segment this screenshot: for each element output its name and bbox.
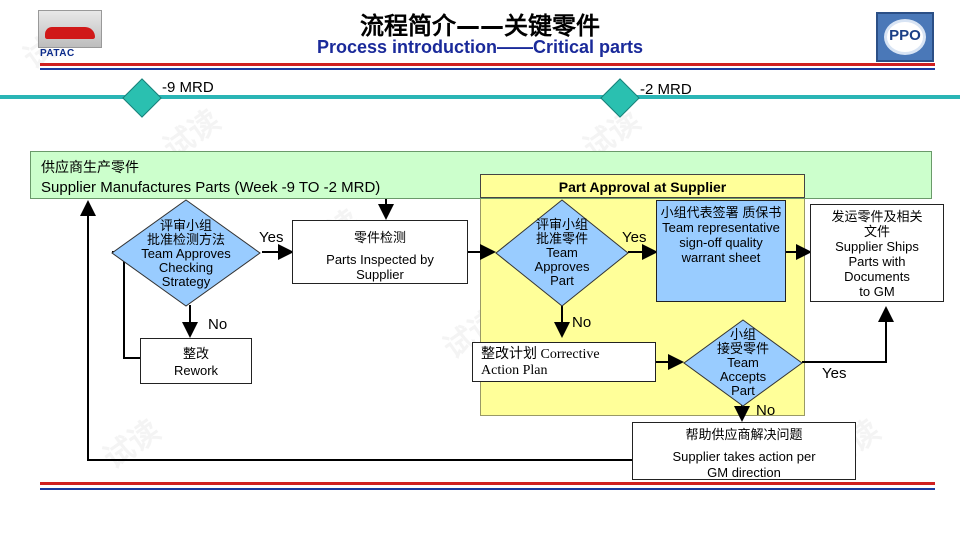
supplier-ships-box: 发运零件及相关 文件 Supplier Ships Parts with Doc… <box>810 204 944 302</box>
decision-team-checking <box>111 199 261 307</box>
label-yes-1: Yes <box>259 229 284 246</box>
box-line: warrant sheet <box>681 250 761 265</box>
box-cn: 零件检测 <box>353 230 406 245</box>
patac-logo: PATAC <box>38 10 102 60</box>
text-line: 批准零件 <box>535 231 588 246</box>
decision-team-accepts-part <box>683 319 803 407</box>
box-line: representative <box>697 220 780 235</box>
box-line: Team <box>662 220 694 235</box>
footer-rule-blue <box>40 488 935 490</box>
text-line: Strategy <box>161 274 211 289</box>
text-line: 接受零件 <box>716 341 769 356</box>
text-line: Part <box>731 383 755 398</box>
corrective-action-box: 整改计划 Corrective Action Plan <box>472 342 656 382</box>
box-line: 整改计划 Corrective <box>481 347 600 362</box>
box-line: Documents <box>844 269 910 284</box>
logo-right-text: PPO <box>889 27 921 44</box>
decision-team-approves-part <box>495 199 629 307</box>
page-title-en: Process introduction——Critical parts <box>316 37 644 57</box>
timeline-bar <box>0 95 960 99</box>
box-line: Supplier Ships <box>835 239 919 254</box>
box-en2: GM direction <box>707 465 781 480</box>
text-line: 小组 <box>729 327 756 342</box>
text-line: Approves <box>534 259 590 274</box>
text-line: Team <box>546 245 578 260</box>
text-line: Checking <box>158 260 214 275</box>
box-line: 质保书 <box>742 205 782 220</box>
box-en1: Supplier takes action per <box>672 449 816 464</box>
header-rule-red <box>40 63 935 66</box>
text-line: 评审小组 <box>535 217 588 232</box>
box-line: sign-off quality <box>679 235 763 250</box>
label-no-2: No <box>572 314 592 331</box>
car-graphic <box>38 10 102 48</box>
box-en2: Supplier <box>356 267 404 282</box>
text-line: 批准检测方法 <box>146 232 225 247</box>
label-yes-2: Yes <box>622 229 647 246</box>
header-rule-blue <box>40 68 935 70</box>
text-line: Part <box>550 273 574 288</box>
box-en1: Parts Inspected by <box>326 252 434 267</box>
banner-cn: 供应商生产零件 <box>41 160 139 176</box>
label-yes-3: Yes <box>822 365 847 382</box>
decision-team-checking-text: 评审小组 批准检测方法 Team Approves Checking Strat… <box>120 219 252 289</box>
label-no-1: No <box>208 316 228 333</box>
footer-rule-red <box>40 482 935 485</box>
banner-en: Supplier Manufactures Parts (Week -9 TO … <box>41 179 381 196</box>
text-line: Team Approves <box>141 246 231 261</box>
ppo-logo: PPO <box>876 12 934 62</box>
text-line: Accepts <box>719 369 767 384</box>
box-line: to GM <box>859 284 895 299</box>
rework-box: 整改 Rework <box>140 338 252 384</box>
box-cn: 整改 <box>182 346 209 361</box>
approval-area-title: Part Approval at Supplier <box>480 174 805 198</box>
parts-inspected-box: 零件检测 Parts Inspected by Supplier <box>292 220 468 284</box>
milestone-label-left: -9 MRD <box>162 79 214 96</box>
logo-left-text: PATAC <box>40 48 75 59</box>
box-line: 文件 <box>863 224 890 239</box>
box-en: Rework <box>173 363 219 378</box>
text-line: Team <box>727 355 759 370</box>
box-line: Parts with <box>848 254 906 269</box>
help-supplier-box: 帮助供应商解决问题 Supplier takes action per GM d… <box>632 422 856 480</box>
box-line: Action Plan <box>481 363 548 378</box>
text-line: 评审小组 <box>159 218 212 233</box>
milestone-label-right: -2 MRD <box>640 81 692 98</box>
decision-team-approves-part-text: 评审小组 批准零件 Team Approves Part <box>514 218 610 288</box>
box-line: 发运零件及相关 <box>831 209 923 224</box>
decision-team-accepts-part-text: 小组 接受零件 Team Accepts Part <box>702 328 784 398</box>
box-line: 小组代表签署 <box>660 205 739 220</box>
team-signoff-box: 小组代表签署 质保书 Team representative sign-off … <box>656 200 786 302</box>
label-no-3: No <box>756 402 776 419</box>
page-title-cn: 流程简介——关键零件 <box>360 12 600 40</box>
box-cn: 帮助供应商解决问题 <box>685 427 803 442</box>
